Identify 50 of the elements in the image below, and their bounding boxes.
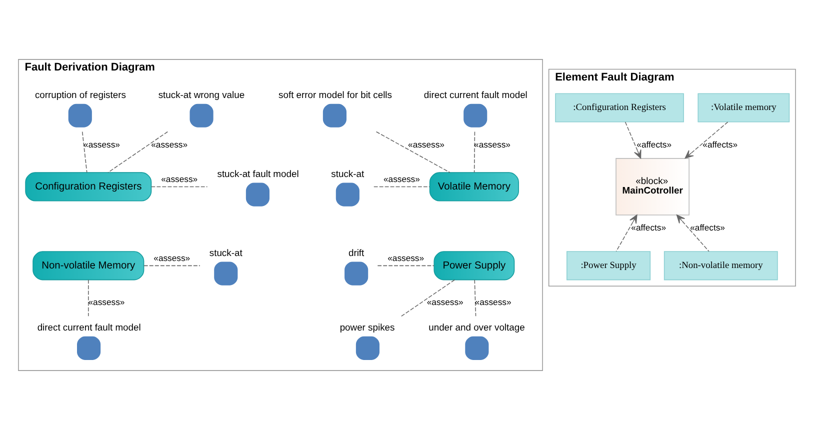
edge-label: «assess» [88,296,125,307]
arrow [676,214,710,252]
connector [377,264,434,266]
connector [88,278,89,316]
node-label: stuck-at [331,167,364,178]
node-box: :Non-volatile memory [664,250,778,280]
node-box: :Power Supply [566,250,651,280]
node-box: Configuration Registers [25,172,152,201]
edge-label: «affects» [631,222,666,232]
node-box: Non-volatile Memory [32,250,144,280]
node-box: Volatile Memory [429,172,519,201]
edge-label: «affects» [636,138,672,149]
connector [82,130,88,172]
edge-label: «assess» [383,173,420,184]
node-label: direct current fault model [424,88,528,100]
edge-label: «assess» [426,296,464,307]
node-box: :Volatile memory [698,92,790,122]
node-label: stuck-at wrong value [158,88,245,100]
connector [150,186,208,187]
node-label: power spikes [340,321,395,332]
node-box: «block» MainCotroller [616,158,690,215]
connector [108,130,168,172]
connector [474,130,476,172]
arrow [616,214,638,252]
edge-label: «assess» [154,252,190,262]
edge-label: «affects» [702,138,738,149]
edge-label: «assess» [474,138,510,149]
edge-label: «affects» [690,222,725,232]
arrow [684,121,728,158]
edge-label: «assess» [474,296,512,307]
arrow [624,121,642,158]
edge-label: «assess» [151,138,188,149]
connector [144,264,200,266]
edge-label: «assess» [161,173,198,184]
node-label: direct current fault model [37,321,141,332]
connector [400,278,455,316]
node-label: stuck-at [209,246,242,258]
connector [474,278,476,316]
connector [374,186,430,187]
node-box: :Configuration Registers [555,92,684,122]
connector [376,130,450,172]
edge-label: «assess» [84,138,120,149]
node-label: drift [348,246,364,258]
node-box: Power Supply [434,250,515,280]
edge-label: «assess» [388,252,424,262]
node-label: corruption of registers [34,88,126,100]
node-label: soft error model for bit cells [278,88,392,100]
node-label: under and over voltage [428,321,525,332]
node-label: stuck-at fault model [217,167,299,178]
edge-label: «assess» [408,138,444,149]
